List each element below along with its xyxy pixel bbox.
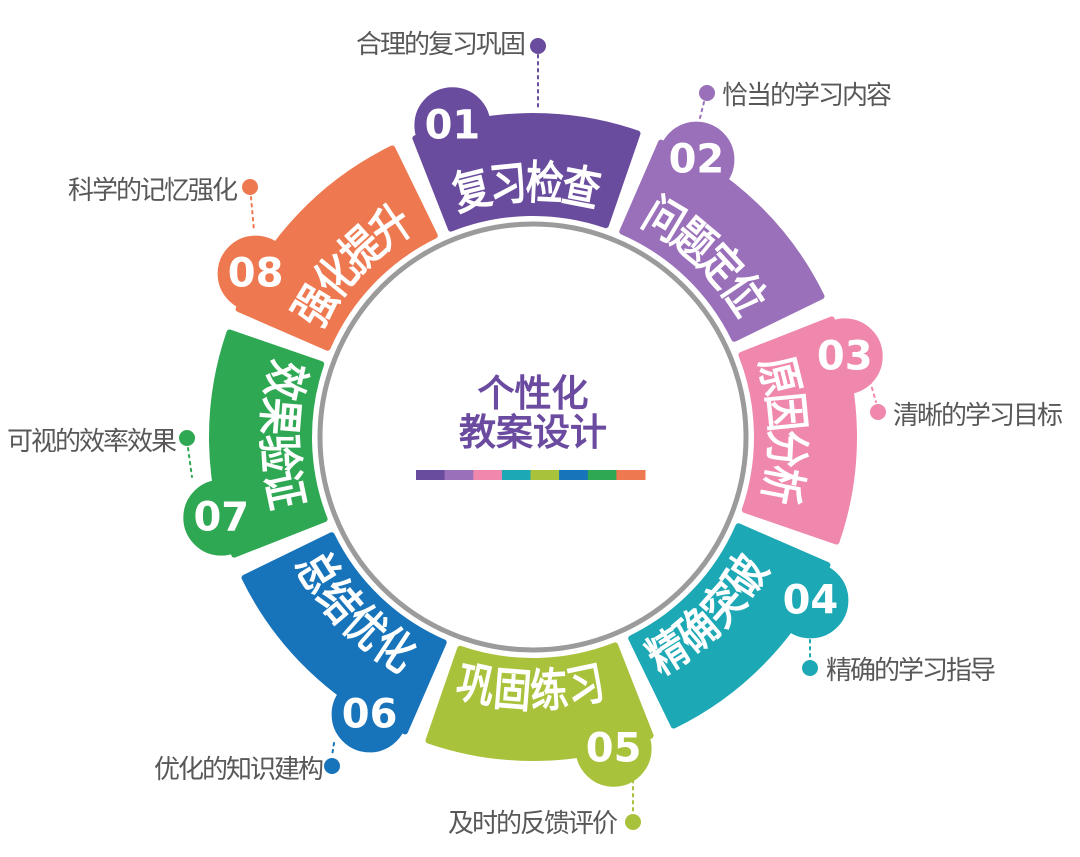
segment-number: 04 (783, 577, 839, 623)
colorbar-segment (444, 470, 474, 480)
annotation-dot (179, 430, 195, 446)
annotation-connector (187, 447, 193, 478)
segment-label-char: 固 (491, 662, 533, 718)
annotation-label: 科学的记忆强化 (68, 176, 237, 206)
segment-number: 02 (669, 137, 725, 183)
annotation-02: 恰当的学习内容 (698, 81, 893, 123)
center-title-line1: 个性化 (478, 372, 589, 415)
colorbar-segment (530, 470, 560, 480)
segment-label-char: 习 (487, 156, 530, 213)
annotation-03: 清晰的学习目标 (869, 380, 1064, 431)
colorbar-segment (473, 470, 503, 480)
annotation-05: 及时的反馈评价 (448, 779, 641, 839)
segment-label-char: 验 (252, 433, 308, 474)
annotation-dot (699, 85, 715, 101)
center-colorbar (416, 470, 646, 480)
annotation-label: 合理的复习巩固 (356, 30, 524, 60)
segment-number: 01 (425, 102, 481, 148)
annotation-label: 及时的反馈评价 (448, 809, 618, 839)
annotation-dot (530, 38, 546, 54)
annotation-07: 可视的效率效果 (7, 427, 195, 478)
annotation-label: 清晰的学习目标 (893, 401, 1062, 431)
segment-number-bump (414, 87, 491, 164)
colorbar-segment (587, 470, 617, 480)
annotation-label: 优化的知识建构 (154, 755, 323, 785)
colorbar-segment (416, 470, 446, 480)
segment-label-char: 分 (759, 429, 814, 469)
annotation-connector (331, 742, 335, 757)
annotation-dot (870, 404, 886, 420)
annotation-label: 恰当的学习内容 (722, 81, 891, 111)
segment-label-char: 因 (757, 391, 814, 434)
segment-number-bump (575, 710, 652, 787)
annotation-01: 合理的复习巩固 (356, 30, 546, 111)
segment-number-bump (183, 479, 260, 556)
annotation-connector (869, 380, 877, 403)
colorbar-segment (501, 470, 531, 480)
annotation-04: 精确的学习指导 (802, 639, 997, 686)
annotation-08: 科学的记忆强化 (68, 176, 258, 232)
segment-number-bump (658, 121, 735, 198)
segment-number: 06 (342, 691, 398, 737)
colorbar-segment (616, 470, 646, 480)
annotation-dot (242, 179, 258, 195)
annotation-connector (250, 196, 255, 232)
segment-label-char: 检 (525, 156, 565, 211)
annotation-label: 可视的效率效果 (7, 427, 177, 457)
segment-number: 03 (817, 333, 873, 379)
segment-number-bump (217, 235, 294, 312)
colorbar-segment (559, 470, 589, 480)
segment-label-char: 果 (252, 395, 308, 437)
segment-number-bump (806, 318, 883, 395)
center-title-line2: 教案设计 (459, 411, 607, 454)
annotation-label: 精确的学习指导 (826, 656, 995, 686)
annotation-dot (324, 758, 340, 774)
annotation-dot (802, 660, 818, 676)
segment-label-char: 练 (529, 663, 570, 719)
segment-number-bump (331, 676, 408, 753)
segment-number: 05 (586, 726, 642, 772)
segment-number-bump (772, 562, 849, 639)
annotation-06: 优化的知识建构 (154, 742, 340, 785)
annotation-dot (625, 814, 641, 830)
segment-number: 08 (228, 251, 284, 297)
annotation-connector (698, 101, 705, 123)
center-ring (317, 221, 749, 653)
segment-number: 07 (193, 495, 249, 541)
